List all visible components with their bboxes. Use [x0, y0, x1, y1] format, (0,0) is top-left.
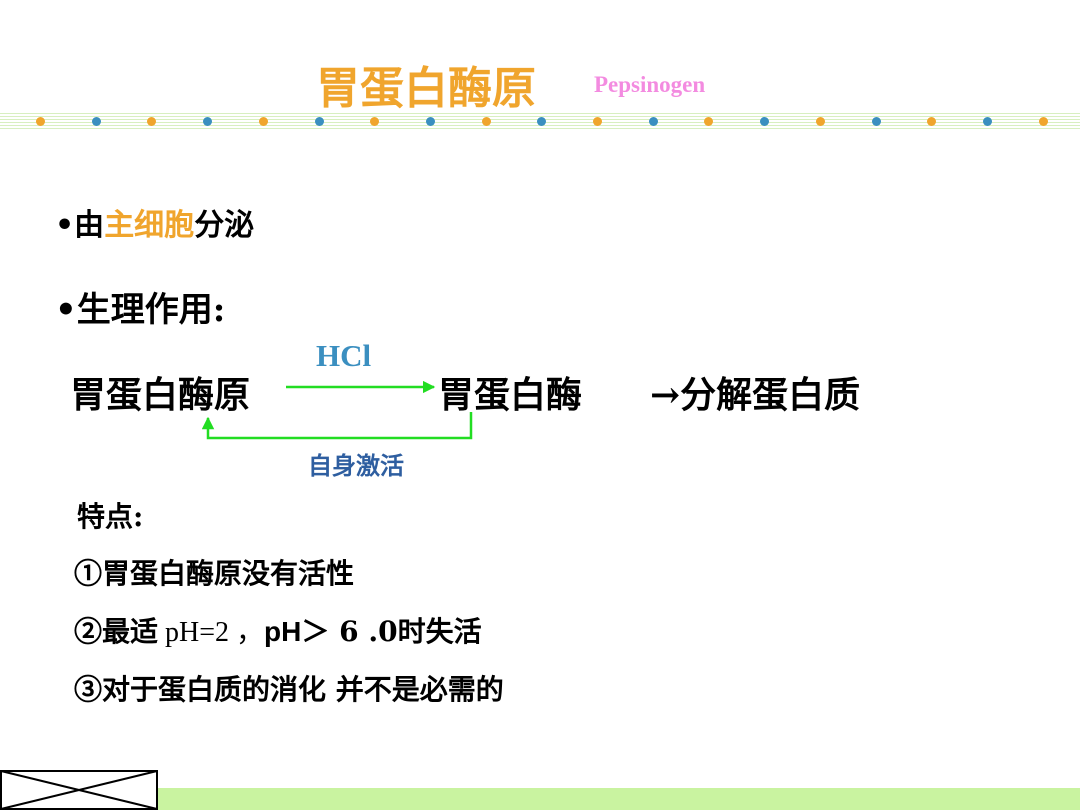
bullet-physiology: •生理作用: [55, 290, 226, 330]
decorative-dot [815, 117, 825, 126]
decorative-dot [593, 117, 602, 126]
title-english: Pepsinogen [594, 72, 706, 97]
decorative-dot [871, 117, 881, 126]
decorative-dot [704, 117, 714, 126]
catalyst-label: HCl [316, 338, 372, 373]
feature-item-3: ③对于蛋白质的消化 并不是必需的 [74, 673, 504, 706]
bullet-secretion-suffix: 分泌 [194, 208, 255, 243]
feature-item-2-a: ②最适 [74, 615, 159, 648]
bullet-secretion-prefix: •由 [55, 208, 105, 243]
title-chinese: 胃蛋白酶原 [316, 63, 536, 114]
result-label: →分解蛋白质 [650, 374, 861, 416]
feedback-arrow [201, 412, 473, 440]
decorative-dot [91, 117, 101, 126]
bullet-secretion-highlight: 主细胞 [104, 208, 195, 243]
bullet-secretion: •由主细胞分泌 [55, 200, 254, 244]
feature-item-2-b: pH=2 ， [158, 617, 265, 648]
feature-item-2-c: pH [264, 616, 302, 647]
decorative-dot [203, 117, 213, 126]
decorative-dot [258, 117, 268, 126]
feature-item-2: ②最适 pH=2 ，pH＞ 6 .0时失活 [74, 610, 482, 650]
feature-item-1: ①胃蛋白酶原没有活性 [74, 557, 355, 590]
navigation-box-icon[interactable] [0, 770, 158, 810]
decorative-dot [760, 117, 770, 126]
feedback-label: 自身激活 [308, 451, 404, 480]
decorative-dot [36, 117, 45, 126]
footer-band [158, 788, 1080, 810]
dot-row [0, 113, 1080, 130]
decorative-dot [927, 117, 937, 126]
decorative-dot [147, 117, 157, 126]
decorative-dot [982, 117, 992, 126]
decorative-dot [314, 117, 324, 126]
decorative-dot [425, 117, 435, 126]
decorative-dot [648, 117, 658, 126]
decorative-dot [481, 117, 491, 126]
product-label: 胃蛋白酶 [438, 374, 583, 416]
substrate-label: 胃蛋白酶原 [70, 374, 251, 416]
feature-item-2-d: ＞ 6 .0时失活 [301, 615, 482, 648]
decorative-dot [537, 117, 547, 126]
decorative-dot [370, 117, 380, 126]
decorative-dot [1038, 117, 1048, 126]
features-heading: 特点: [77, 500, 144, 533]
